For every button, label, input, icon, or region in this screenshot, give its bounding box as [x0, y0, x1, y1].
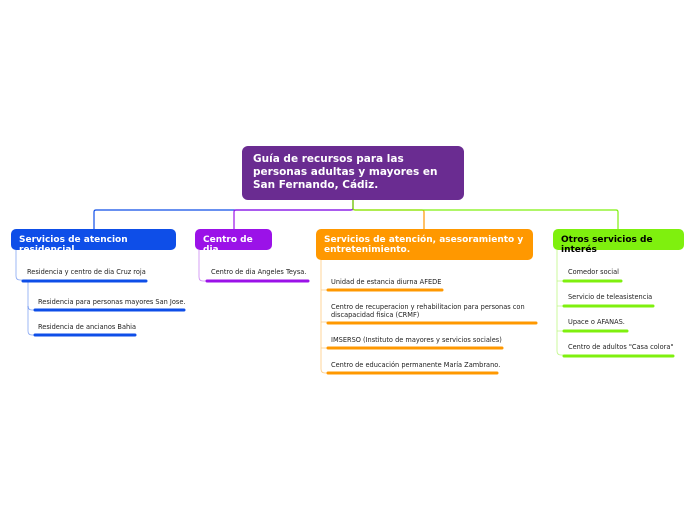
topic-centro-angeles-teysa[interactable]: Centro de dia Angeles Teysa.	[211, 268, 307, 276]
connector-root-branch-3	[352, 200, 425, 229]
topic-afede[interactable]: Unidad de estancia diurna AFEDE	[331, 278, 442, 286]
branch-centro-de-dia[interactable]: Centro de dia	[195, 229, 272, 255]
topic-upace-afanas[interactable]: Upace o AFANAS.	[568, 318, 625, 326]
topic-residencia-bahia[interactable]: Residencia de ancianos Bahia	[38, 323, 137, 331]
topic-residencia-cruz-roja[interactable]: Residencia y centro de dia Cruz roja	[27, 268, 146, 276]
connector-root-branch-4	[352, 200, 619, 229]
central-topic[interactable]: Guía de recursos para las personas adult…	[242, 146, 464, 200]
connector-item-1-child-2	[27, 306, 34, 336]
branch-servicios-atencion[interactable]: Servicios de atención, asesoramiento y e…	[316, 229, 533, 260]
topic-residencia-san-jose[interactable]: Residencia para personas mayores San Jos…	[38, 298, 186, 306]
connector-branch-4-items	[556, 250, 563, 356]
topic-crmf[interactable]: Centro de recuperacion y rehabilitacion …	[331, 303, 525, 319]
connector-root-branch-2	[233, 200, 354, 229]
topic-casa-colora[interactable]: Centro de adultos "Casa colora"	[568, 343, 674, 351]
connector-item-1-child-1	[27, 282, 34, 311]
topic-imserso[interactable]: IMSERSO (Instituto de mayores y servicio…	[331, 336, 502, 344]
branch-otros-servicios[interactable]: Otros servicios de interés	[553, 229, 684, 255]
topic-maria-zambrano[interactable]: Centro de educación permanente María Zam…	[331, 361, 501, 369]
connector-root-branch-1	[93, 200, 354, 229]
branch-servicios-residencial[interactable]: Servicios de atencion residencial	[11, 229, 176, 255]
topic-comedor-social[interactable]: Comedor social	[568, 268, 619, 276]
connector-branch-2-item-1	[198, 250, 206, 282]
connector-branch-1-item-1	[15, 250, 22, 281]
topic-teleasistencia[interactable]: Servicio de teleasistencia	[568, 293, 653, 301]
connector-branch-3-items	[320, 260, 327, 374]
